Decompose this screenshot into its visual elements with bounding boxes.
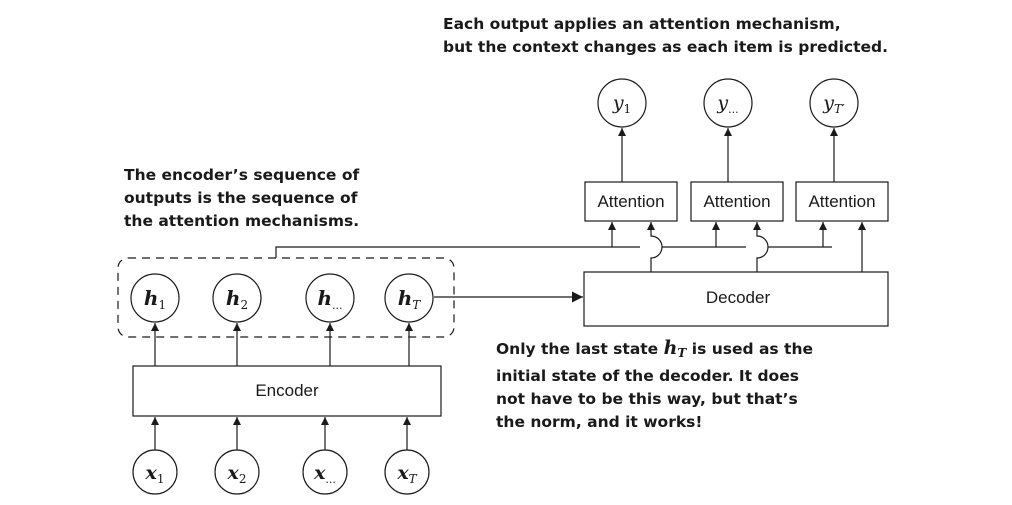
h2-symbol: h <box>226 286 241 310</box>
svg-text:x1: x1 <box>145 462 165 486</box>
hidden-node-h1: h1 <box>130 273 180 323</box>
svg-text:y1: y1 <box>612 92 631 116</box>
yT-prime-subscript: T′ <box>834 102 845 116</box>
h-t-inline-symbol: h <box>663 337 678 359</box>
hidden-states-group <box>117 257 455 338</box>
hidden-node-hT: hT <box>384 273 434 323</box>
left-annotation-line-2: outputs is the sequence of <box>124 189 358 207</box>
attention-label-1: Attention <box>597 192 664 211</box>
encoder-output-bus <box>275 246 832 258</box>
h-t-inline-subscript: T <box>677 346 687 360</box>
hidden-node-h2: h2 <box>212 273 262 323</box>
attention-box-1 <box>584 181 678 222</box>
h2-subscript: 2 <box>240 298 248 312</box>
attention-box-2 <box>690 181 784 222</box>
x1-symbol: x <box>145 462 158 484</box>
bottom-annotation-line-3: not have to be this way, but that’s <box>496 390 798 408</box>
y-ellipsis-subscript: ... <box>728 103 739 116</box>
svg-text:hT: hT <box>398 286 422 312</box>
hidden-node-h-ellipsis: h... <box>305 273 355 323</box>
encoder-label: Encoder <box>255 381 319 400</box>
bottom-annotation-line-2: initial state of the decoder. It does <box>496 367 799 385</box>
top-annotation: Each output applies an attention mechani… <box>443 13 888 59</box>
input-node-x1: x1 <box>132 449 178 495</box>
bottom-annotation-line-4: the norm, and it works! <box>496 413 703 431</box>
x1-subscript: 1 <box>157 472 165 486</box>
top-annotation-line-1: Each output applies an attention mechani… <box>443 15 841 33</box>
yT-prime-symbol: y <box>822 92 834 114</box>
output-node-y1: y1 <box>597 78 647 128</box>
y-ellipsis-symbol: y <box>716 92 728 114</box>
top-annotation-line-2: but the context changes as each item is … <box>443 38 888 56</box>
h-ellipsis-symbol: h <box>317 286 332 310</box>
output-node-yT-prime: yT′ <box>809 78 859 128</box>
bottom-annotation: Only the last state hT is used as the in… <box>496 337 813 434</box>
y1-subscript: 1 <box>624 102 632 116</box>
h1-subscript: 1 <box>158 298 166 312</box>
left-annotation-line-1: The encoder’s sequence of <box>124 166 360 184</box>
svg-text:h...: h... <box>317 286 342 312</box>
hT-symbol: h <box>398 286 413 310</box>
svg-text:h2: h2 <box>226 286 248 312</box>
svg-text:h1: h1 <box>144 286 166 312</box>
hT-subscript: T <box>412 298 421 312</box>
svg-text:yT′: yT′ <box>822 92 845 116</box>
x2-symbol: x <box>227 462 240 484</box>
bottom-annotation-line-1: Only the last state hT is used as the <box>496 337 813 365</box>
svg-text:x...: x... <box>313 462 336 486</box>
bottom-annotation-line-1-end: is used as the <box>686 340 813 358</box>
svg-text:x2: x2 <box>227 462 247 486</box>
left-annotation: The encoder’s sequence of outputs is the… <box>124 164 359 233</box>
xT-symbol: x <box>396 462 409 484</box>
svg-text:y...: y... <box>716 92 738 116</box>
x2-subscript: 2 <box>239 472 247 486</box>
decoder-box <box>583 271 889 327</box>
input-node-x2: x2 <box>214 449 260 495</box>
xT-subscript: T <box>409 472 418 486</box>
left-annotation-line-3: the attention mechanisms. <box>124 212 360 230</box>
h-ellipsis-subscript: ... <box>332 299 343 312</box>
arrow-decoder-to-attention-2 <box>753 222 769 272</box>
input-node-x-ellipsis: x... <box>302 449 348 495</box>
x-ellipsis-subscript: ... <box>325 473 336 486</box>
h1-symbol: h <box>144 286 159 310</box>
encoder-box <box>132 365 442 417</box>
attention-box-3 <box>795 181 889 222</box>
svg-text:xT: xT <box>396 462 417 486</box>
decoder-label: Decoder <box>706 288 771 307</box>
input-node-xT: xT <box>384 449 430 495</box>
x-ellipsis-symbol: x <box>313 462 326 484</box>
output-node-y-ellipsis: y... <box>703 78 753 128</box>
attention-label-3: Attention <box>808 192 875 211</box>
y1-symbol: y <box>612 92 624 114</box>
bottom-annotation-line-1-start: Only the last state <box>496 340 664 358</box>
attention-label-2: Attention <box>703 192 770 211</box>
arrow-decoder-to-attention-1 <box>647 222 663 272</box>
